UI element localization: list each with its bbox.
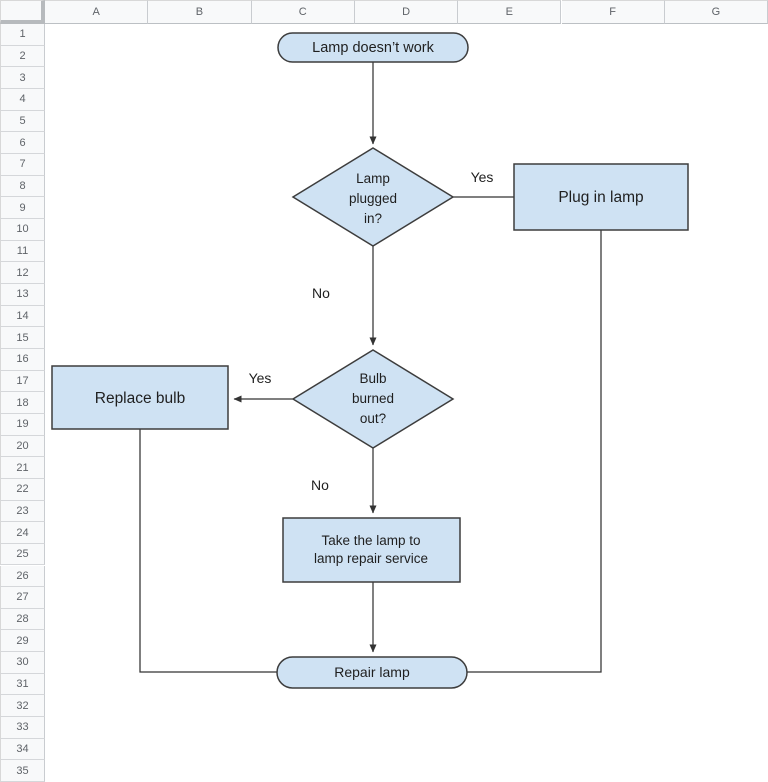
row-header-27[interactable]: 27: [0, 587, 45, 609]
node-bulb-burned-line2: burned: [352, 391, 394, 406]
row-header-5[interactable]: 5: [0, 110, 45, 133]
row-header-16[interactable]: 16: [0, 348, 45, 371]
row-header-12[interactable]: 12: [0, 262, 45, 284]
row-header-21[interactable]: 21: [0, 457, 45, 479]
row-header-19[interactable]: 19: [0, 413, 45, 436]
node-lamp-plugged-line3: in?: [364, 211, 382, 226]
node-end-terminator[interactable]: [276, 656, 468, 689]
row-header-9[interactable]: 9: [0, 197, 45, 219]
node-bulb-burned-line3: out?: [360, 411, 386, 426]
row-header-6[interactable]: 6: [0, 132, 45, 154]
row-header-2[interactable]: 2: [0, 45, 45, 68]
row-header-7[interactable]: 7: [0, 153, 45, 176]
row-header-30[interactable]: 30: [0, 652, 45, 674]
column-header-D[interactable]: D: [354, 0, 459, 24]
node-start-terminator[interactable]: [277, 32, 469, 63]
row-header-14[interactable]: 14: [0, 305, 45, 328]
node-end-label: Repair lamp: [334, 664, 410, 680]
row-header-1[interactable]: 1: [0, 24, 45, 46]
edge-label-plugged-yes: Yes: [471, 169, 494, 185]
row-header-33[interactable]: 33: [0, 717, 45, 739]
node-take-lamp-process[interactable]: [282, 517, 461, 583]
node-bulb-burned-line1: Bulb: [359, 371, 386, 386]
row-header-24[interactable]: 24: [0, 522, 45, 544]
row-header-32[interactable]: 32: [0, 695, 45, 718]
node-take-lamp-line2: lamp repair service: [314, 551, 428, 566]
node-replace-bulb-process[interactable]: [51, 365, 229, 430]
row-header-10[interactable]: 10: [0, 218, 45, 241]
edge-label-burned-yes: Yes: [249, 370, 272, 386]
select-all-corner[interactable]: [0, 0, 45, 24]
connector-plugin-to-end: [467, 230, 602, 673]
row-header-20[interactable]: 20: [0, 435, 45, 458]
node-bulb-burned-decision[interactable]: [291, 349, 455, 449]
node-lamp-plugged-line1: Lamp: [356, 171, 390, 186]
row-header-22[interactable]: 22: [0, 478, 45, 501]
node-plug-in-lamp-label: Plug in lamp: [558, 189, 643, 206]
row-header-26[interactable]: 26: [0, 565, 45, 588]
node-lamp-plugged-decision[interactable]: [291, 147, 455, 247]
row-header-4[interactable]: 4: [0, 88, 45, 111]
row-header-28[interactable]: 28: [0, 608, 45, 631]
column-header-A[interactable]: A: [45, 0, 149, 24]
column-header-E[interactable]: E: [458, 0, 562, 24]
row-header-23[interactable]: 23: [0, 500, 45, 523]
edge-label-plugged-no: No: [312, 285, 330, 301]
row-header-35[interactable]: 35: [0, 760, 45, 782]
row-header-17[interactable]: 17: [0, 370, 45, 393]
node-take-lamp-line1: Take the lamp to: [321, 533, 420, 548]
row-header-34[interactable]: 34: [0, 738, 45, 761]
column-header-C[interactable]: C: [251, 0, 355, 24]
edge-label-burned-no: No: [311, 477, 329, 493]
column-header-F[interactable]: F: [561, 0, 665, 24]
column-header-B[interactable]: B: [148, 0, 252, 24]
node-lamp-plugged-line2: plugged: [349, 191, 397, 206]
row-header-29[interactable]: 29: [0, 630, 45, 653]
column-header-G[interactable]: G: [664, 0, 768, 24]
row-header-3[interactable]: 3: [0, 67, 45, 89]
row-header-15[interactable]: 15: [0, 327, 45, 349]
row-header-11[interactable]: 11: [0, 240, 45, 263]
row-header-25[interactable]: 25: [0, 543, 45, 566]
node-plug-in-lamp-process[interactable]: [513, 163, 689, 231]
row-header-8[interactable]: 8: [0, 175, 45, 198]
connector-replace-to-end: [139, 429, 277, 673]
row-header-18[interactable]: 18: [0, 392, 45, 414]
row-header-31[interactable]: 31: [0, 673, 45, 696]
row-header-13[interactable]: 13: [0, 283, 45, 306]
node-start-label: Lamp doesn’t work: [312, 40, 434, 56]
node-replace-bulb-label: Replace bulb: [95, 390, 185, 407]
